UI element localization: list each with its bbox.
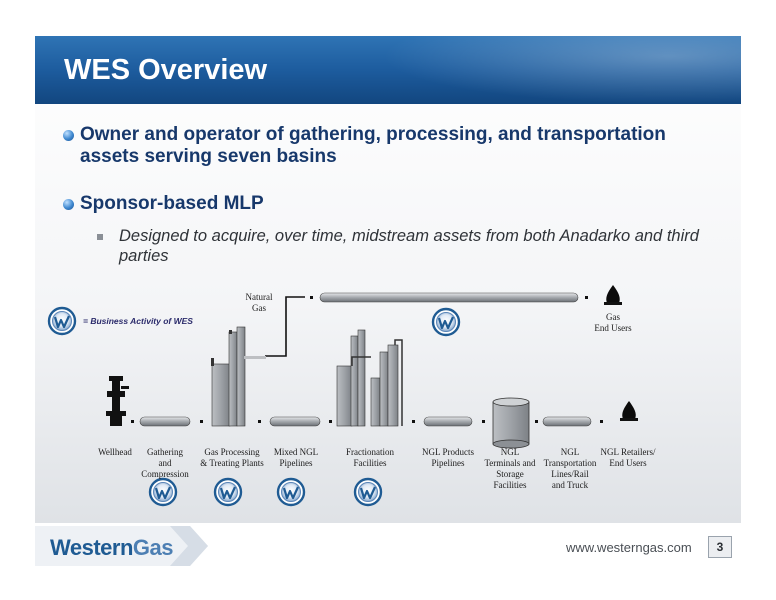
flow-dot bbox=[585, 296, 588, 299]
sub-bullet-text: Designed to acquire, over time, midstrea… bbox=[119, 227, 699, 265]
flow-dot bbox=[310, 296, 313, 299]
stage-label-ngl-terminals: Terminals and bbox=[484, 458, 536, 468]
flame-icon bbox=[606, 285, 620, 303]
page-number: 3 bbox=[708, 536, 732, 558]
bullet-1-text: Owner and operator of gathering, process… bbox=[80, 124, 666, 167]
bullet-icon bbox=[63, 130, 74, 141]
stage-label-fractionation: Fractionation bbox=[346, 447, 394, 457]
natural-gas-label: Gas bbox=[252, 303, 266, 313]
ngl-products-pipe bbox=[423, 416, 473, 427]
bullet-icon bbox=[63, 199, 74, 210]
sub-bullet-square-icon bbox=[97, 234, 103, 240]
fractionation-facility-icon bbox=[336, 329, 403, 427]
gas-processing-plant-icon bbox=[211, 326, 266, 427]
stage-label-ngl-products: Pipelines bbox=[432, 458, 465, 468]
wes-logo-icon bbox=[213, 477, 243, 507]
gathering-pipe bbox=[139, 416, 191, 427]
stage-label-ngl-terminals: NGL bbox=[501, 447, 520, 457]
slide-body: WES Overview bbox=[35, 36, 741, 523]
stage-label-ngl-retailers: NGL Retailers/ bbox=[601, 447, 656, 457]
wes-logo-icon bbox=[47, 306, 77, 336]
stage-label-ngl-transport: NGL bbox=[561, 447, 580, 457]
title-bar-shine bbox=[381, 36, 741, 104]
footer-chevron bbox=[35, 526, 208, 566]
stage-label-mixed-ngl: Pipelines bbox=[280, 458, 313, 468]
legend-text: = Business Activity of WES bbox=[83, 316, 193, 326]
mixed-ngl-pipe bbox=[269, 416, 321, 427]
natural-gas-label: Natural bbox=[246, 292, 273, 302]
storage-tank-icon bbox=[492, 397, 530, 449]
stage-label-gathering: and bbox=[159, 458, 172, 468]
stage-label-ngl-products: NGL Products bbox=[422, 447, 474, 457]
stage-label-gas-processing: Gas Processing bbox=[204, 447, 260, 457]
wes-logo-icon bbox=[148, 477, 178, 507]
ngl-transport-pipe bbox=[542, 416, 592, 427]
natural-gas-pipeline bbox=[319, 292, 579, 303]
western-gas-logo: WesternGas bbox=[50, 535, 174, 560]
wes-logo-icon bbox=[353, 477, 383, 507]
gas-end-users-label: End Users bbox=[594, 323, 632, 333]
stage-label-ngl-terminals: Facilities bbox=[494, 480, 527, 490]
wes-logo-icon bbox=[431, 307, 461, 337]
stage-label-ngl-transport: Lines/Rail bbox=[551, 469, 589, 479]
slide-title: WES Overview bbox=[64, 54, 268, 86]
title-bar: WES Overview bbox=[35, 36, 741, 104]
gas-flow-line bbox=[265, 296, 305, 357]
stage-label-ngl-terminals: Storage bbox=[496, 469, 524, 479]
stage-label-gas-processing: & Treating Plants bbox=[200, 458, 264, 468]
wellhead-icon bbox=[106, 376, 129, 426]
stage-label-ngl-transport: Transportation bbox=[544, 458, 597, 468]
stage-label-gathering: Compression bbox=[141, 469, 189, 479]
stage-label-mixed-ngl: Mixed NGL bbox=[274, 447, 318, 457]
bullet-2-text: Sponsor-based MLP bbox=[80, 193, 264, 214]
stage-label-ngl-retailers: End Users bbox=[609, 458, 647, 468]
stage-label-wellhead: Wellhead bbox=[98, 447, 132, 457]
stage-label-fractionation: Facilities bbox=[354, 458, 387, 468]
flame-icon bbox=[622, 401, 636, 419]
gas-end-users-label: Gas bbox=[606, 312, 620, 322]
stage-label-ngl-transport: and Truck bbox=[552, 480, 589, 490]
wes-logo-icon bbox=[276, 477, 306, 507]
footer-url[interactable]: www.westerngas.com bbox=[566, 540, 692, 555]
stage-label-gathering: Gathering bbox=[147, 447, 183, 457]
